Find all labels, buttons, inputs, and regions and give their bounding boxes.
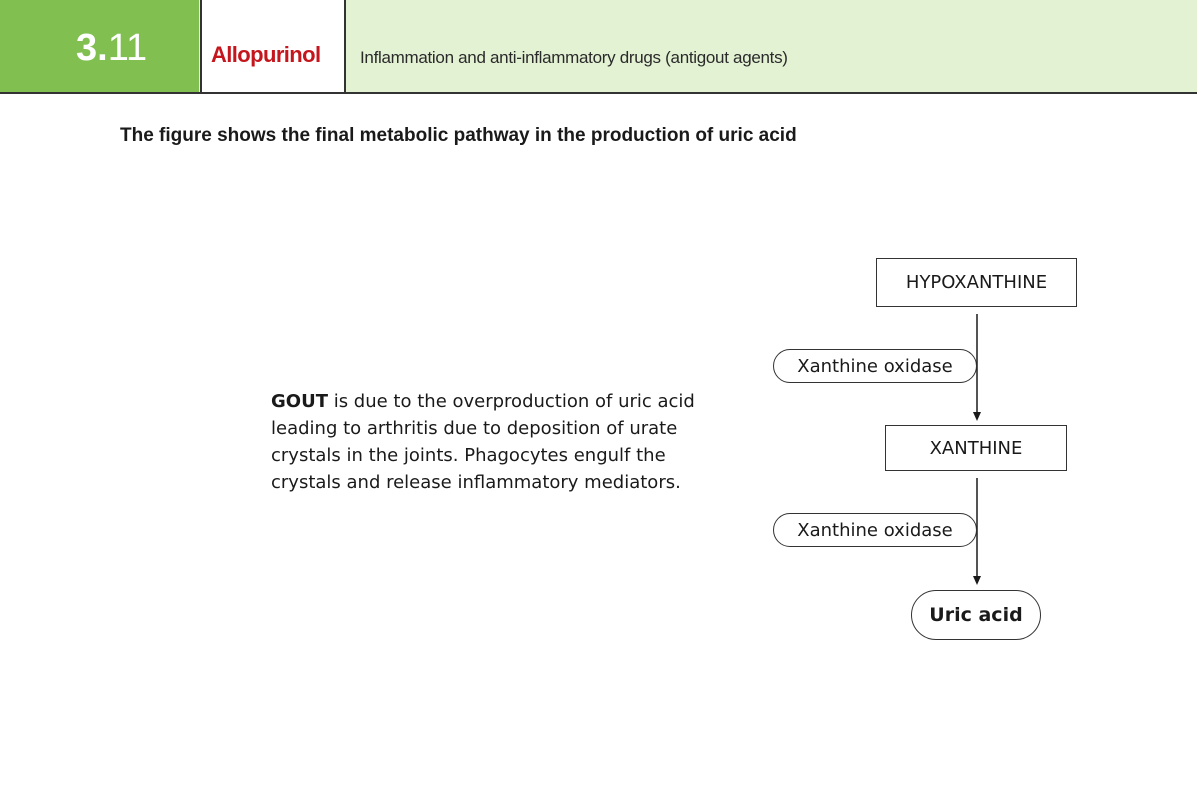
gout-term: GOUT <box>271 391 328 412</box>
page-header: 3.11 Allopurinol Inflammation and anti-i… <box>0 0 1197 94</box>
xanthine-node: XANTHINE <box>885 425 1067 471</box>
chapter-number: 3.11 <box>76 26 147 70</box>
figure-caption: The figure shows the final metabolic pat… <box>120 125 797 146</box>
arrow-head-1 <box>973 412 981 421</box>
drug-category: Inflammation and anti-inflammatory drugs… <box>360 48 788 67</box>
chapter-number-major: 3. <box>76 27 108 69</box>
drug-name: Allopurinol <box>211 42 321 67</box>
hypoxanthine-node: HYPOXANTHINE <box>876 258 1077 307</box>
uric-acid-node: Uric acid <box>911 590 1041 640</box>
xanthine-oxidase-label-1: Xanthine oxidase <box>773 349 977 383</box>
gout-explanation: is due to the overproduction of uric aci… <box>271 391 695 493</box>
arrow-head-2 <box>973 576 981 585</box>
chapter-number-box: 3.11 <box>0 0 199 92</box>
chapter-number-minor: 11 <box>107 27 148 69</box>
xanthine-oxidase-label-2: Xanthine oxidase <box>773 513 977 547</box>
gout-description: GOUT is due to the overproduction of uri… <box>271 388 731 496</box>
drug-name-box: Allopurinol <box>200 0 346 92</box>
